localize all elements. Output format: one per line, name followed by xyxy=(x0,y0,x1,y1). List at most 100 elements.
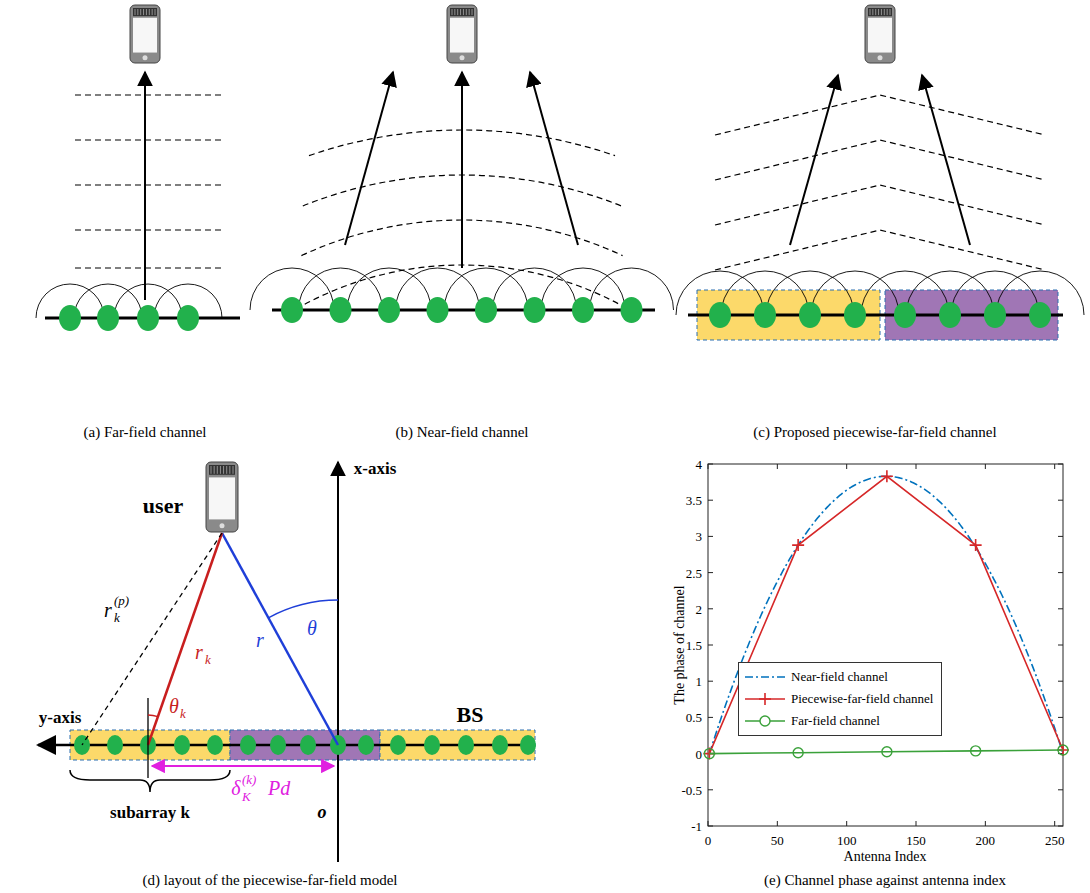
line xyxy=(688,314,1063,317)
line xyxy=(75,139,222,140)
wavefront xyxy=(715,140,1045,180)
antenna-dot xyxy=(939,302,961,328)
phone-icon xyxy=(447,5,477,63)
tick-label: 2.5 xyxy=(686,566,702,579)
antenna-dot xyxy=(475,297,497,323)
antenna-dot xyxy=(174,735,190,755)
line xyxy=(144,72,146,300)
legend-sample xyxy=(743,692,787,706)
math-superscript: (p) xyxy=(114,594,129,607)
line xyxy=(147,698,148,778)
caption: (a) Far-field channel xyxy=(84,425,207,440)
tick-label: 200 xyxy=(976,834,996,847)
antenna-dot xyxy=(458,735,474,755)
antenna-dot xyxy=(107,735,123,755)
tick-label: 0 xyxy=(705,834,712,847)
axis-label: Antenna Index xyxy=(844,850,927,864)
line xyxy=(337,462,339,862)
line xyxy=(922,75,970,245)
antenna-dot xyxy=(844,302,866,328)
antenna-dot xyxy=(524,297,546,323)
phone-icon xyxy=(130,5,160,63)
caption: (e) Channel phase against antenna index xyxy=(764,873,1006,888)
math-symbol: Pd xyxy=(268,778,290,798)
math-subscript: k xyxy=(205,653,211,666)
wavefront xyxy=(715,230,1045,270)
user-label: user xyxy=(143,495,183,517)
antenna-dot xyxy=(984,302,1006,328)
tick-label: -1 xyxy=(691,820,702,833)
math-symbol: θ xyxy=(307,618,317,638)
phone-icon xyxy=(865,5,895,63)
antenna-dot xyxy=(270,735,286,755)
tick-label: 100 xyxy=(837,834,857,847)
antenna-dot xyxy=(799,302,821,328)
tick-label: 150 xyxy=(906,834,926,847)
antenna-dot xyxy=(572,297,594,323)
legend-entry: Far-field channel xyxy=(743,710,933,732)
antenna-dot xyxy=(894,302,916,328)
math-symbol: δ xyxy=(231,778,240,798)
line xyxy=(152,765,334,767)
caption: (d) layout of the piecewise-far-field mo… xyxy=(142,873,397,888)
antenna-dot xyxy=(378,297,400,323)
axis-name: y-axis xyxy=(39,709,82,726)
tick-label: 0 xyxy=(696,747,703,760)
antenna-dot xyxy=(1029,302,1051,328)
antenna-dot xyxy=(520,735,536,755)
line xyxy=(75,184,222,185)
antenna-dot xyxy=(207,735,223,755)
antenna-dot xyxy=(300,735,316,755)
line xyxy=(790,75,838,245)
tick-label: 50 xyxy=(771,834,784,847)
legend-text: Piecewise-far-field channel xyxy=(791,691,933,707)
line xyxy=(461,72,463,268)
tick-label: -0.5 xyxy=(681,783,702,796)
legend-text: Far-field channel xyxy=(791,713,880,729)
bs-label: BS xyxy=(457,704,484,726)
math-subscript: k xyxy=(180,707,186,720)
antenna-dot xyxy=(281,297,303,323)
line xyxy=(75,229,222,230)
wavefront xyxy=(715,185,1045,225)
legend: Near-field channelPiecewise-far-field ch… xyxy=(738,662,942,736)
line xyxy=(75,94,222,95)
legend-sample xyxy=(743,670,787,684)
line xyxy=(148,533,222,745)
wavefront xyxy=(715,95,1045,135)
wavefront xyxy=(305,265,620,304)
math-symbol: θ xyxy=(169,696,179,716)
tick-label: 4 xyxy=(696,458,703,471)
antenna-dot xyxy=(427,297,449,323)
legend-entry: Near-field channel xyxy=(743,666,933,688)
tick-label: 3.5 xyxy=(686,494,702,507)
axis-name: x-axis xyxy=(354,460,397,477)
tick-label: 250 xyxy=(1045,834,1065,847)
antenna-dot xyxy=(177,305,199,331)
math-symbol: r xyxy=(256,630,264,650)
antenna-dot xyxy=(390,735,406,755)
antenna-dot xyxy=(59,305,81,331)
antenna-dot xyxy=(709,302,731,328)
line xyxy=(222,533,338,745)
antenna-dot xyxy=(492,735,508,755)
caption: (b) Near-field channel xyxy=(396,425,529,440)
math-symbol: r xyxy=(104,600,112,620)
line xyxy=(530,72,578,245)
antenna-dot xyxy=(240,735,256,755)
antenna-dot xyxy=(754,302,776,328)
legend-text: Near-field channel xyxy=(791,669,888,685)
phone-icon xyxy=(206,462,238,532)
antenna-dot xyxy=(330,297,352,323)
line xyxy=(345,72,393,245)
antenna-dot xyxy=(97,305,119,331)
line xyxy=(75,267,222,268)
tick-label: 2 xyxy=(696,602,703,615)
axis-label: The phase of channel xyxy=(673,585,687,704)
tick-label: 0.5 xyxy=(686,711,702,724)
antenna-dot xyxy=(621,297,643,323)
math-symbol: r xyxy=(195,642,203,662)
math-subscript: k xyxy=(114,611,120,624)
antenna-dot xyxy=(358,735,374,755)
